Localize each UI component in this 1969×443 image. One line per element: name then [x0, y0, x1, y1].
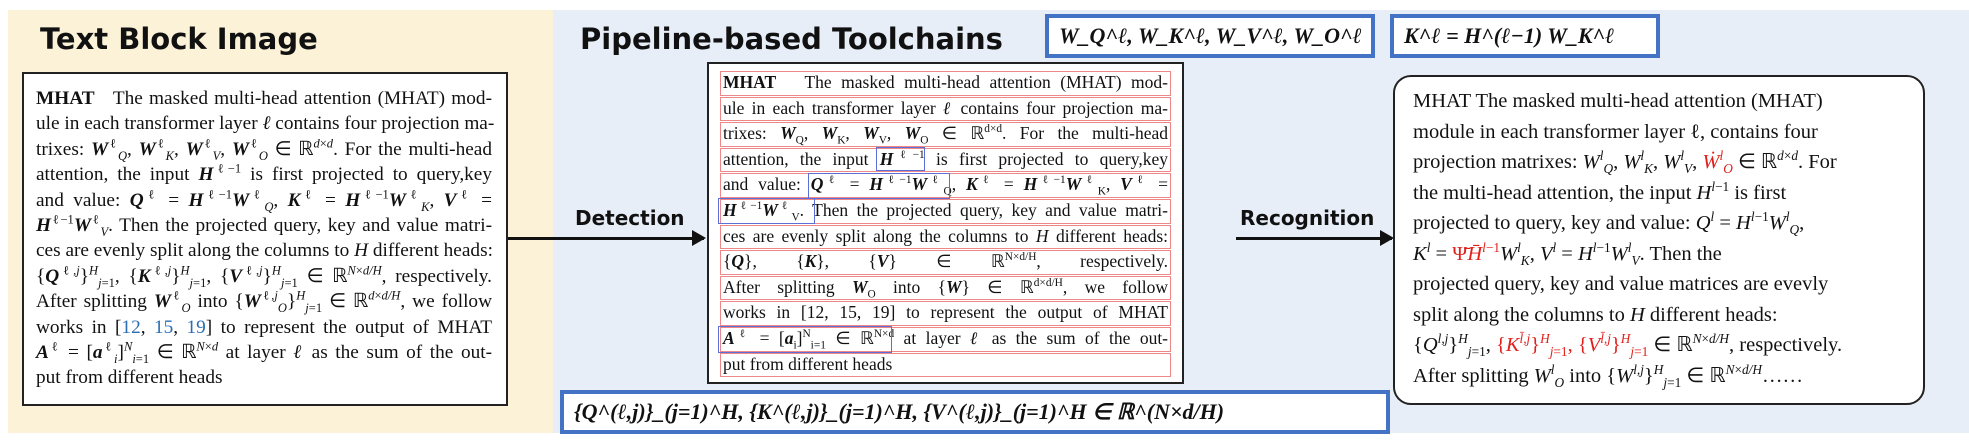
- detection-label: Detection: [575, 206, 685, 230]
- formula-callout-projection: W_Q^ℓ, W_K^ℓ, W_V^ℓ, W_O^ℓ: [1045, 14, 1375, 58]
- last-line: put from different heads: [36, 367, 223, 389]
- source-text-block: MHAT The masked multi-head attention (MH…: [22, 72, 508, 406]
- formula-detection-box: [876, 147, 925, 171]
- citation-link[interactable]: 15: [153, 316, 174, 338]
- formula-detection-box: [718, 198, 815, 224]
- formula-detection-box: [808, 173, 950, 199]
- detection-result: MHAT The masked multi-head attention (MH…: [707, 62, 1184, 384]
- citation-link[interactable]: 19: [186, 316, 206, 338]
- formula-detection-box: [718, 326, 892, 353]
- recognition-arrow: [1236, 230, 1394, 246]
- recognition-label: Recognition: [1240, 206, 1375, 230]
- pipeline-title: Pipeline-based Toolchains: [580, 22, 1003, 56]
- text-block-title: Text Block Image: [40, 22, 318, 56]
- detection-arrow: [508, 230, 706, 246]
- lead-label: MHAT: [36, 88, 95, 109]
- formula-callout-heads: {Q^(ℓ,j)}_(j=1)^H, {K^(ℓ,j)}_(j=1)^H, {V…: [560, 390, 1390, 434]
- ellipsis: ……: [1761, 364, 1803, 387]
- citation-link[interactable]: 12: [121, 316, 141, 338]
- formula-callout-key: K^ℓ = H^(ℓ−1) W_K^ℓ: [1390, 14, 1660, 58]
- recognition-output: MHAT The masked multi-head attention (MH…: [1393, 75, 1925, 405]
